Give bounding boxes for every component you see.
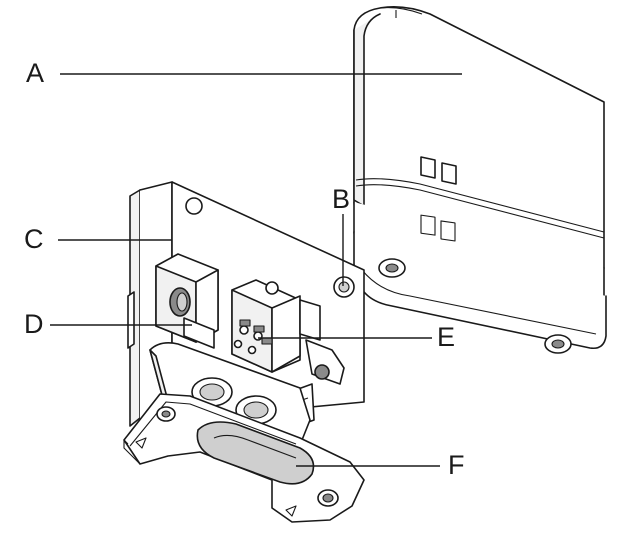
callout-f: F — [448, 450, 465, 480]
callout-d: D — [24, 309, 44, 339]
leader-lines — [50, 73, 462, 467]
callout-e: E — [437, 322, 456, 352]
mounting-flange — [123, 393, 365, 523]
callout-b: B — [332, 184, 351, 214]
cover-housing — [353, 6, 607, 354]
callout-c: C — [24, 224, 44, 254]
callout-a: A — [26, 58, 45, 88]
switch-block — [155, 253, 219, 349]
terminal-block — [231, 279, 301, 373]
